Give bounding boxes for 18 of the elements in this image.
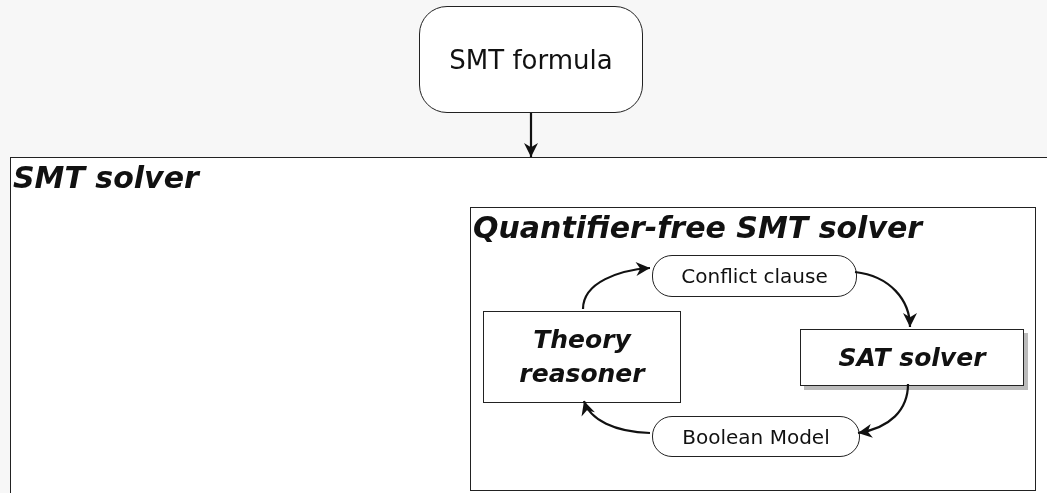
arrow bbox=[524, 113, 538, 157]
process-box bbox=[483, 311, 681, 403]
node-label: Boolean Model bbox=[682, 424, 830, 449]
container-box bbox=[470, 207, 1036, 491]
rounded-label-box bbox=[652, 416, 860, 457]
node-label: SMT formula bbox=[449, 44, 613, 75]
node-label: Theory reasoner bbox=[518, 324, 647, 390]
arrow bbox=[582, 400, 651, 435]
arrow bbox=[854, 270, 917, 328]
start-box bbox=[419, 6, 643, 113]
node-label: Conflict clause bbox=[681, 264, 828, 288]
group-heading: SMT solver bbox=[13, 160, 199, 195]
group-heading: Quantifier-free SMT solver bbox=[473, 210, 923, 245]
container-box bbox=[10, 157, 1047, 493]
node-label: SAT solver bbox=[838, 341, 986, 374]
arrow bbox=[581, 262, 651, 310]
rounded-label-box bbox=[652, 255, 857, 297]
arrow bbox=[857, 383, 910, 438]
